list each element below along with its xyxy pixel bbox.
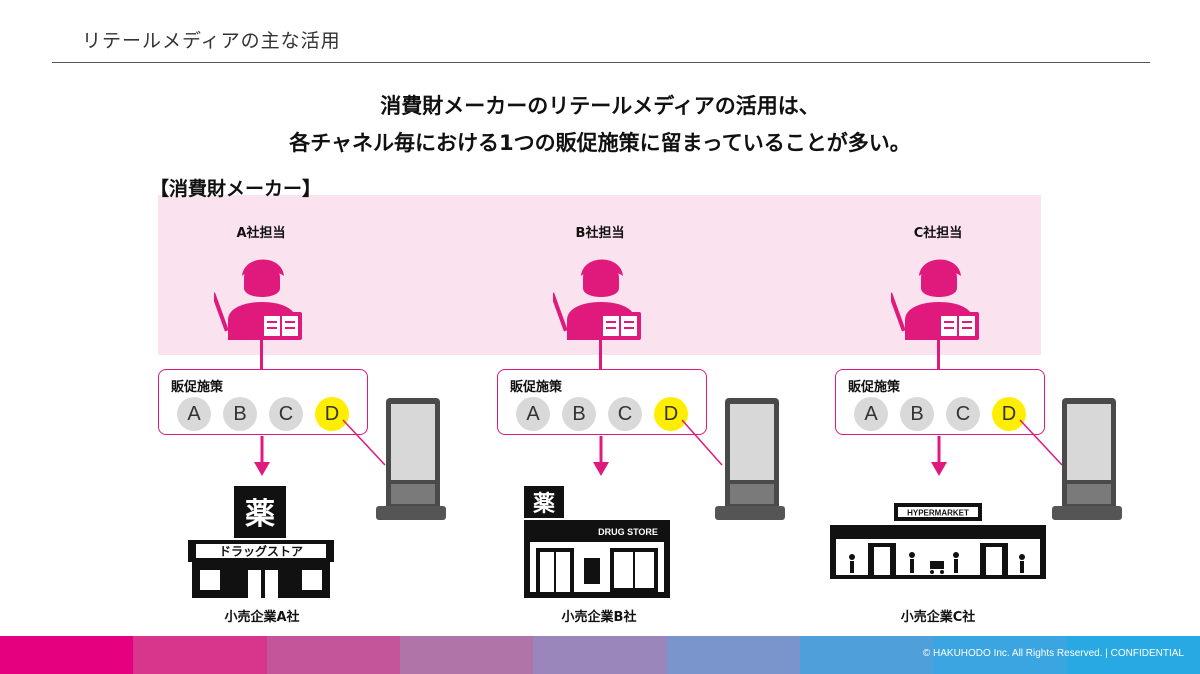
footer-segment-2 <box>133 636 267 674</box>
promo-title-a: 販促施策 <box>171 380 224 395</box>
staff-label-a: A社担当 <box>236 226 286 241</box>
headline: 消費財メーカーのリテールメディアの活用は、 各チャネル毎における1つの販促施策に… <box>0 88 1200 162</box>
footer-segment-9 <box>1066 636 1200 674</box>
store-caption-b: 小売企業B社 <box>561 610 637 625</box>
measure-c-d: D <box>992 397 1026 431</box>
store-b-kanji: 薬 <box>533 492 555 517</box>
hypermarket-icon: HYPERMARKET <box>830 503 1046 579</box>
measure-c-b: B <box>900 397 934 431</box>
footer-segment-1 <box>0 636 134 674</box>
staff-presenter-icon <box>553 259 641 340</box>
measure-b-a: A <box>516 397 550 431</box>
store-c-sign: HYPERMARKET <box>907 509 969 518</box>
measure-c-c: C <box>946 397 980 431</box>
footer-segment-6 <box>666 636 800 674</box>
down-arrow-icon <box>931 436 947 476</box>
measure-c-a: A <box>854 397 888 431</box>
down-arrow-icon <box>254 436 270 476</box>
promo-box-c: 販促施策 A B C D <box>835 369 1045 435</box>
measure-b-c: C <box>608 397 642 431</box>
store-b-sign: DRUG STORE <box>598 527 658 537</box>
store-caption-a: 小売企業A社 <box>224 610 300 625</box>
store-a-sign: ドラッグストア <box>219 544 303 559</box>
footer-segment-5 <box>533 636 667 674</box>
digital-signage-icon <box>376 398 446 520</box>
connector-c <box>937 340 940 370</box>
down-arrow-icon <box>593 436 609 476</box>
promo-box-a: 販促施策 A B C D <box>158 369 368 435</box>
staff-label-c: C社担当 <box>913 226 963 241</box>
store-a-kanji: 薬 <box>245 497 275 532</box>
promo-box-b: 販促施策 A B C D <box>497 369 707 435</box>
measure-b-b: B <box>562 397 596 431</box>
measure-b-d: D <box>654 397 688 431</box>
measure-a-d: D <box>315 397 349 431</box>
staff-presenter-icon <box>214 259 302 340</box>
footer-segment-4 <box>399 636 534 674</box>
measure-a-b: B <box>223 397 257 431</box>
digital-signage-icon <box>715 398 785 520</box>
staff-label-b: B社担当 <box>575 226 625 241</box>
footer-segment-3 <box>266 636 400 674</box>
footer-copyright: © HAKUHODO Inc. All Rights Reserved. | C… <box>922 648 1184 659</box>
drugstore-icon: 薬 ドラッグストア <box>188 486 334 598</box>
headline-line-1: 消費財メーカーのリテールメディアの活用は、 <box>380 94 820 118</box>
title-rule <box>52 62 1150 63</box>
footer-bar <box>0 636 1200 674</box>
promo-title-c: 販促施策 <box>848 380 901 395</box>
headline-line-2: 各チャネル毎における1つの販促施策に留まっていることが多い。 <box>289 131 911 155</box>
connector-a <box>260 340 263 370</box>
promo-title-b: 販促施策 <box>510 380 563 395</box>
measure-a-c: C <box>269 397 303 431</box>
page-title: リテールメディアの主な活用 <box>82 30 341 52</box>
drugstore-icon: 薬 DRUG STORE <box>524 486 670 598</box>
footer-segment-8 <box>933 636 1067 674</box>
connector-b <box>599 340 602 370</box>
staff-presenter-icon <box>891 259 979 340</box>
digital-signage-icon <box>1052 398 1122 520</box>
store-caption-c: 小売企業C社 <box>900 610 976 625</box>
footer-segment-7 <box>799 636 934 674</box>
group-label: 【消費財メーカー】 <box>150 178 322 200</box>
measure-a-a: A <box>177 397 211 431</box>
